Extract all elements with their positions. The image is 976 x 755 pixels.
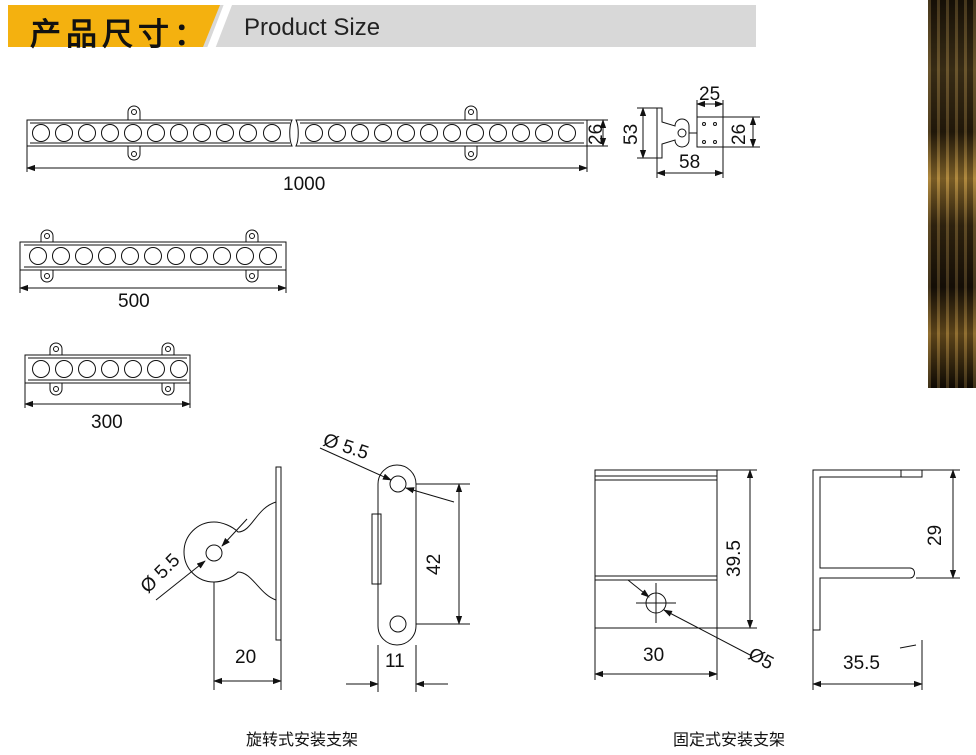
fixed-bracket-side bbox=[812, 469, 960, 690]
dim-hole-top-label: Ø 5.5 bbox=[320, 430, 371, 464]
dim-29-label: 29 bbox=[925, 525, 946, 546]
dim-11-label: 11 bbox=[385, 651, 405, 672]
dim-58-label: 58 bbox=[679, 152, 700, 173]
bar-1000-drawing bbox=[26, 105, 608, 172]
rotating-bracket-front bbox=[319, 447, 470, 692]
dim-25-label: 25 bbox=[699, 84, 720, 105]
fixed-bracket-front bbox=[594, 469, 757, 680]
dim-26-side-label: 26 bbox=[729, 124, 750, 145]
dim-39-5-label: 39.5 bbox=[724, 540, 745, 577]
header-title-en: Product Size bbox=[244, 14, 381, 41]
caption-fixed-bracket: 固定式安装支架 bbox=[673, 730, 786, 749]
dim-500-label: 500 bbox=[118, 291, 150, 312]
product-photo bbox=[928, 0, 976, 388]
section-header: 产品尺寸： Product Size bbox=[8, 5, 756, 53]
dim-hole-fixed-label: Ø5 bbox=[745, 644, 777, 674]
dim-26-bar-label: 26 bbox=[586, 124, 607, 145]
header-title-cn: 产品尺寸： bbox=[30, 17, 210, 53]
dim-30-label: 30 bbox=[643, 645, 664, 666]
bar-500-drawing bbox=[19, 229, 287, 293]
bar-300-drawing bbox=[24, 342, 191, 408]
dim-35-5-label: 35.5 bbox=[843, 653, 880, 674]
header-accent bbox=[8, 5, 220, 47]
dim-42-label: 42 bbox=[424, 554, 445, 575]
dim-20-label: 20 bbox=[235, 647, 256, 668]
dim-300-label: 300 bbox=[91, 412, 123, 433]
dim-hole-left-label: Ø 5.5 bbox=[137, 550, 185, 598]
dim-1000-label: 1000 bbox=[283, 174, 325, 195]
rotating-bracket-side bbox=[155, 466, 282, 690]
dim-53-label: 53 bbox=[621, 124, 642, 145]
caption-rotating-bracket: 旋转式安装支架 bbox=[246, 730, 359, 749]
side-view-drawing bbox=[637, 100, 760, 178]
